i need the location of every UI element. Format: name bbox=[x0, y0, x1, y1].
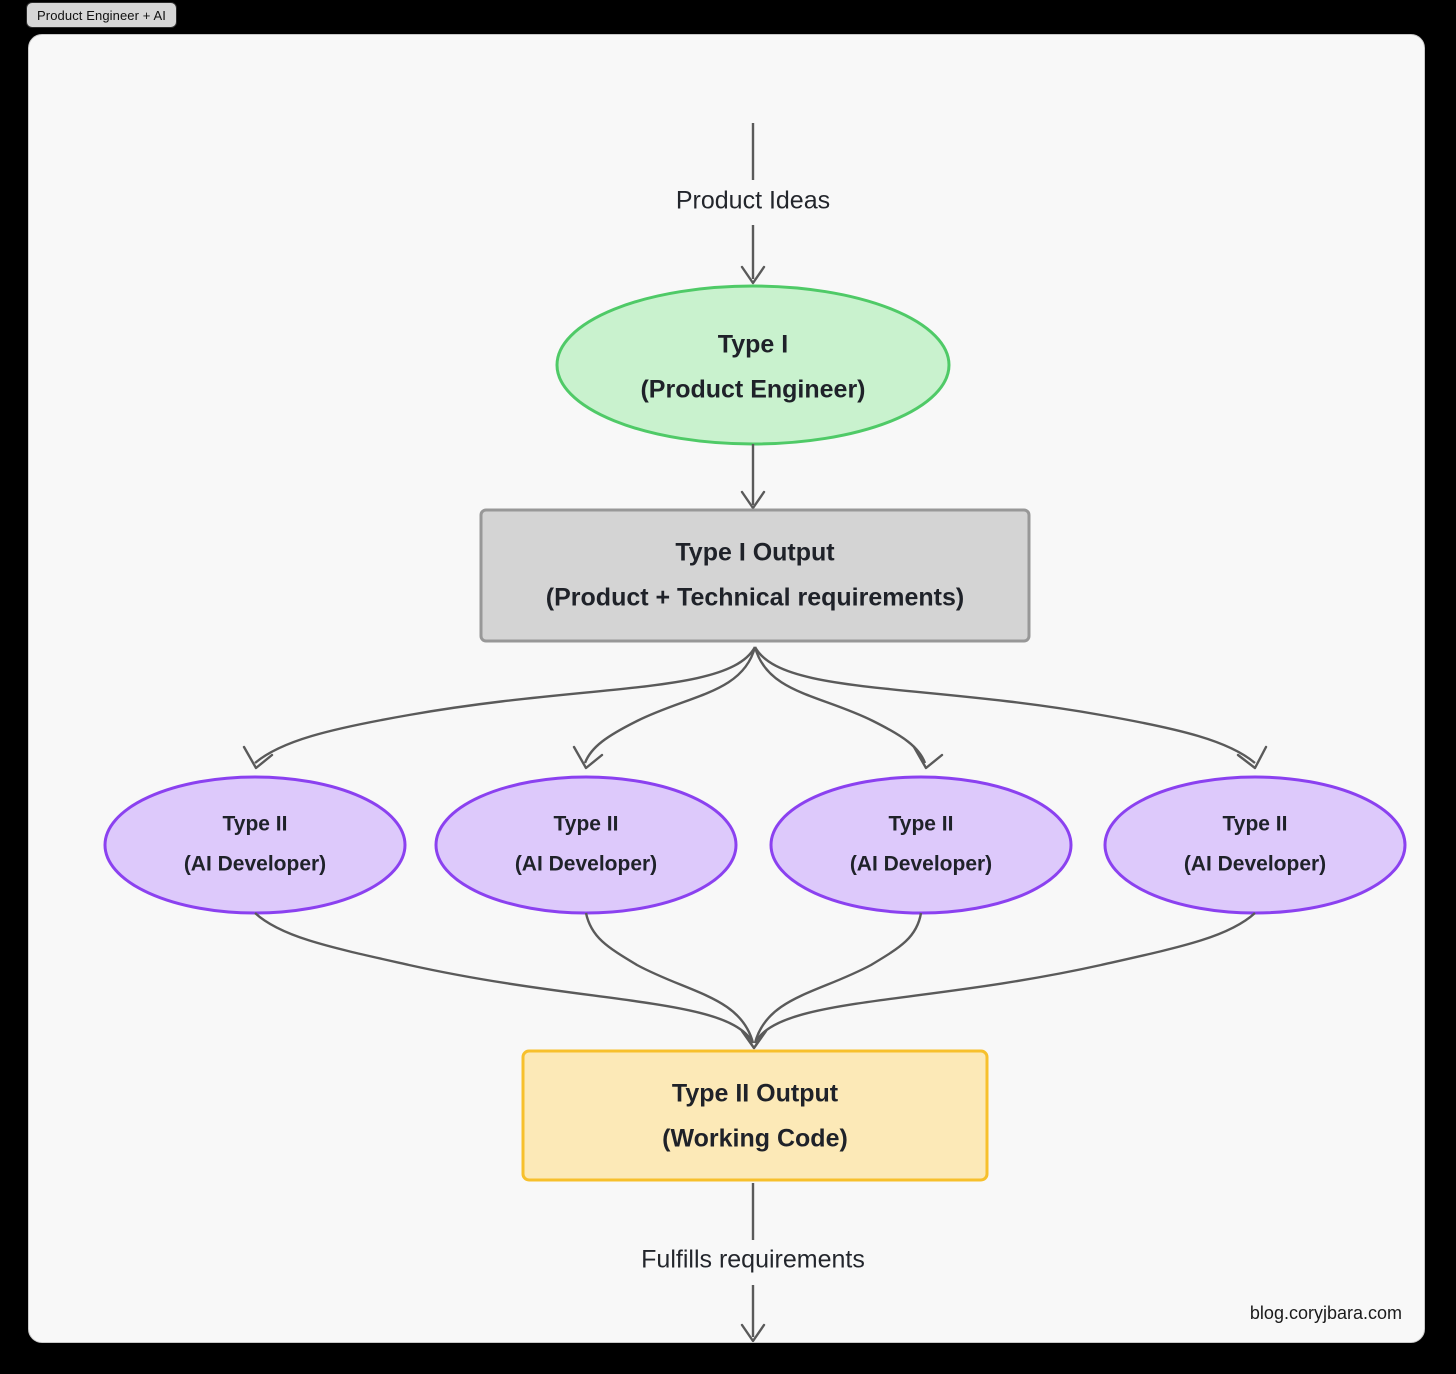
node-type2-1-line2: (AI Developer) bbox=[184, 853, 326, 876]
edge-type2-c-to-output bbox=[753, 912, 923, 1044]
node-type2-ai-developer-2[interactable] bbox=[434, 775, 738, 915]
flowchart-canvas: Product Ideas Type I (Product Engineer) … bbox=[103, 123, 1407, 1342]
arrowhead-into-type2-d bbox=[1236, 745, 1268, 770]
diagram-panel: Product Ideas Type I (Product Engineer) … bbox=[28, 34, 1425, 1343]
node-type2-output-line2: (Working Code) bbox=[662, 1125, 848, 1153]
edge-label-fulfills-requirements: Fulfills requirements bbox=[641, 1246, 865, 1274]
edge-output-to-type2-b bbox=[583, 646, 757, 764]
node-type2-output-line1: Type II Output bbox=[672, 1080, 839, 1108]
node-type2-ai-developer-3[interactable] bbox=[769, 775, 1073, 915]
edge-type2-b-to-output bbox=[584, 912, 755, 1044]
node-type1-product-engineer[interactable] bbox=[555, 284, 951, 446]
arrowhead-into-type2-a bbox=[242, 745, 274, 770]
arrowhead-exit bbox=[740, 1323, 766, 1342]
edge-type2-a-to-output bbox=[254, 912, 755, 1044]
edge-type2-d-to-output bbox=[753, 912, 1256, 1044]
arrowhead-into-type2-output bbox=[740, 1029, 768, 1050]
edge-output-to-type2-a bbox=[254, 646, 757, 764]
node-type1-line2: (Product Engineer) bbox=[640, 376, 865, 404]
watermark-blog-url: blog.coryjbara.com bbox=[1249, 1303, 1402, 1323]
arrowhead-into-type2-c bbox=[912, 745, 944, 770]
node-type1-output[interactable] bbox=[479, 508, 1031, 643]
node-type1-output-line1: Type I Output bbox=[675, 539, 835, 567]
arrowhead-into-type1-output bbox=[740, 490, 766, 510]
node-type2-2-line1: Type II bbox=[554, 813, 619, 836]
window-tab-title[interactable]: Product Engineer + AI bbox=[26, 2, 177, 28]
arrowhead-into-type2-b bbox=[572, 745, 604, 770]
node-type2-4-line1: Type II bbox=[1223, 813, 1288, 836]
node-type2-3-line1: Type II bbox=[889, 813, 954, 836]
node-type2-output[interactable] bbox=[521, 1049, 989, 1182]
node-type2-ai-developer-1[interactable] bbox=[103, 775, 407, 915]
edge-label-product-ideas: Product Ideas bbox=[676, 187, 830, 215]
node-type2-1-line1: Type II bbox=[223, 813, 288, 836]
node-type2-2-line2: (AI Developer) bbox=[515, 853, 657, 876]
node-type1-line1: Type I bbox=[718, 331, 788, 359]
arrowhead-into-type1 bbox=[740, 265, 766, 285]
node-type2-4-line2: (AI Developer) bbox=[1184, 853, 1326, 876]
node-type1-output-line2: (Product + Technical requirements) bbox=[546, 584, 964, 612]
edge-output-to-type2-c bbox=[753, 646, 927, 764]
node-type2-ai-developer-4[interactable] bbox=[1103, 775, 1407, 915]
node-type2-3-line2: (AI Developer) bbox=[850, 853, 992, 876]
edge-output-to-type2-d bbox=[753, 646, 1256, 764]
